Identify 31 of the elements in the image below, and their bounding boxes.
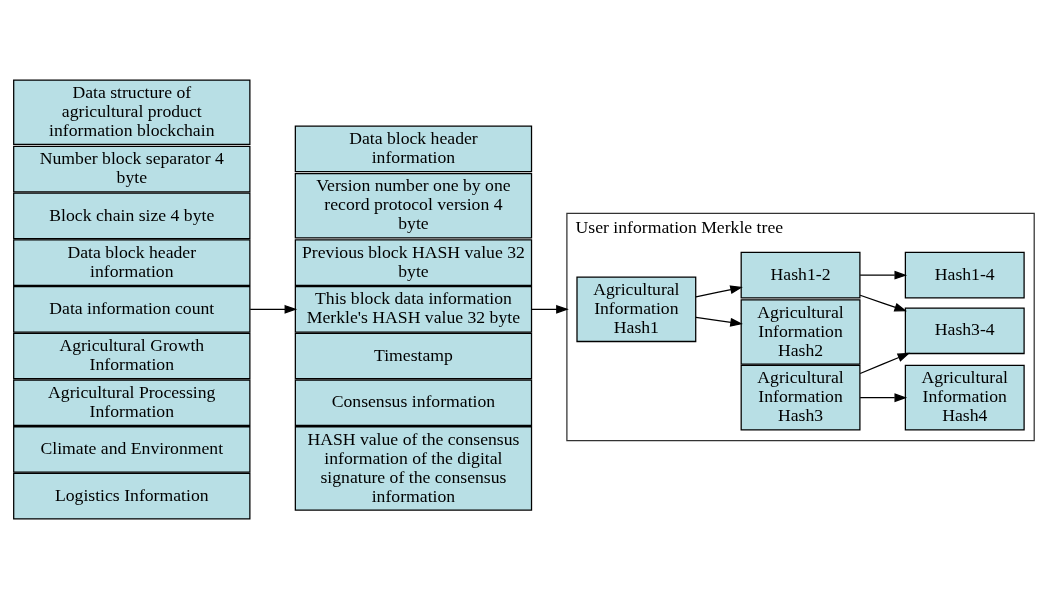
node-box: Agricultural Information Hash1 — [576, 276, 697, 343]
node-box: Agricultural Processing Information — [13, 379, 251, 427]
node-box: Number block separator 4 byte — [13, 145, 251, 193]
arrow — [531, 304, 569, 314]
arrow — [695, 316, 743, 327]
node-box: Data block header information — [294, 125, 533, 173]
node-box: Agricultural Information Hash4 — [904, 364, 1025, 431]
arrow — [859, 294, 907, 312]
arrow — [859, 352, 911, 375]
node-box: Data information count — [13, 285, 251, 333]
node-box: Hash3-4 — [904, 307, 1025, 355]
node-box: Hash1-2 — [740, 251, 861, 299]
arrow — [859, 270, 908, 280]
node-box: Consensus information — [294, 379, 533, 427]
node-box: Hash1-4 — [904, 251, 1025, 299]
node-box: Data structure of agricultural product information blockchain — [13, 79, 251, 146]
node-box: Version number one by one record protocol version 4 byte — [294, 172, 533, 239]
node-box: Agricultural Information Hash2 — [740, 299, 861, 365]
node-box: HASH value of the consensus information of the digital signature of the consensus information — [294, 426, 533, 511]
node-box: Logistics Information — [13, 472, 251, 520]
node-box: Agricultural Growth Information — [13, 332, 251, 380]
node-box: Data block header information — [13, 239, 251, 286]
node-box: Previous block HASH value 32 byte — [294, 239, 533, 286]
arrow — [695, 285, 743, 298]
node-box: Climate and Environment — [13, 426, 251, 473]
arrow — [249, 304, 298, 314]
node-box: This block data information Merkle's HASH value 32 byte — [294, 285, 533, 333]
node-box: Timestamp — [294, 332, 533, 380]
node-box: Block chain size 4 byte — [13, 192, 251, 240]
node-box: Agricultural Information Hash3 — [740, 364, 861, 431]
arrow — [859, 393, 908, 403]
